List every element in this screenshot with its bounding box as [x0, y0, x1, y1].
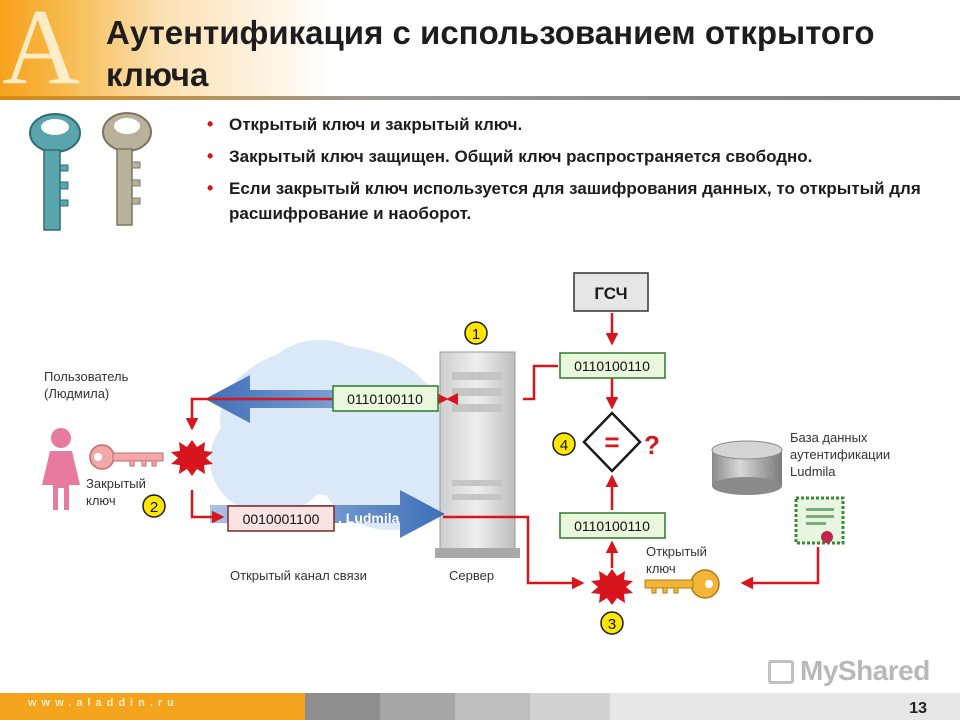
user-icon: [42, 428, 80, 510]
aladdin-logo: A: [2, 0, 80, 107]
bits-box-left: [332, 385, 439, 412]
compare-question: ?: [644, 430, 660, 460]
bits-box-bottom: [559, 512, 666, 539]
encrypted-suffix: , Ludmila: [338, 510, 400, 526]
flow-line: [185, 397, 332, 431]
encrypted-bits-box: [227, 505, 335, 532]
server-icon: [435, 351, 520, 558]
footer-gray-bar: [305, 693, 380, 720]
bullet-text: Закрытый ключ защищен. Общий ключ распро…: [229, 147, 813, 166]
cloud-shape: [210, 340, 460, 530]
bullet-text: Открытый ключ и закрытый ключ.: [229, 115, 523, 134]
slide-title: Аутентификация с использованием открытог…: [106, 14, 875, 93]
watermark-text: MyShared: [800, 655, 930, 686]
svg-text:1: 1: [472, 326, 480, 343]
user-label: Пользователь: [44, 369, 129, 384]
public-key-label: ключ: [646, 561, 676, 576]
private-key-icon: [89, 444, 164, 470]
teal-key-icon: [29, 113, 81, 231]
step-marker: 3: [600, 611, 624, 635]
header-rule: [0, 96, 960, 100]
database-icon: [711, 440, 783, 495]
bits-left: 0110100110: [347, 391, 423, 407]
footer-gray-bar: [380, 693, 455, 720]
flow-line: [190, 490, 225, 524]
svg-text:3: 3: [608, 616, 616, 633]
public-key-label: Открытый: [646, 544, 707, 559]
svg-text:4: 4: [560, 437, 568, 454]
footer-orange-bar: [0, 693, 305, 720]
watermark-box-icon: [768, 660, 794, 684]
slide-footer: [0, 693, 960, 720]
footer-gray-bar: [530, 693, 610, 720]
bullet-item: • Если закрытый ключ используется для заш…: [205, 176, 925, 226]
right-crypto-burst-icon: [591, 569, 633, 605]
left-crypto-burst-icon: [171, 440, 213, 476]
step-marker: 1: [464, 321, 488, 345]
rng-label: ГСЧ: [594, 284, 627, 303]
bullet-dot-icon: •: [207, 146, 214, 166]
footer-light-bar: [610, 693, 960, 720]
private-key-label: ключ: [86, 493, 116, 508]
rng-box: [573, 272, 649, 312]
bullet-dot-icon: •: [207, 114, 214, 134]
slide-header-band: [0, 0, 960, 100]
compare-symbol: =: [604, 427, 619, 457]
flow-line: [523, 364, 558, 401]
db-label: аутентификации: [790, 447, 890, 462]
bits-bottom: 0110100110: [574, 518, 650, 534]
bullet-item: • Закрытый ключ защищен. Общий ключ распр…: [205, 144, 925, 169]
public-key-icon: [644, 569, 720, 599]
user-label: (Людмила): [44, 386, 109, 401]
bullet-item: • Открытый ключ и закрытый ключ.: [205, 112, 925, 137]
server-label: Сервер: [449, 568, 494, 583]
flow-line: [740, 547, 820, 590]
footer-gray-bar: [455, 693, 530, 720]
certificate-icon: [794, 496, 845, 545]
db-label: Ludmila: [790, 464, 836, 479]
svg-text:2: 2: [150, 499, 158, 516]
step-marker: 2: [142, 494, 166, 518]
page-number: 13: [909, 700, 927, 717]
bullet-text: Если закрытый ключ используется для заши…: [229, 179, 921, 223]
flow-line: [443, 515, 585, 590]
bits-top: 0110100110: [574, 358, 650, 374]
silver-key-icon: [102, 112, 152, 226]
footer-url[interactable]: www.aladdin.ru: [28, 697, 179, 709]
encrypted-bits: 0010001100: [243, 511, 320, 527]
db-label: База данных: [790, 430, 868, 445]
myshared-watermark: MyShared: [768, 655, 930, 687]
bullet-list: • Открытый ключ и закрытый ключ. • Закрыты…: [205, 112, 925, 233]
compare-diamond: [582, 411, 642, 473]
step-marker: 4: [552, 432, 576, 456]
private-key-label: Закрытый: [86, 476, 146, 491]
channel-label: Открытый канал связи: [230, 568, 367, 583]
bullet-dot-icon: •: [207, 178, 214, 198]
bits-box-top: [559, 352, 666, 379]
arrowhead-icon: [446, 393, 458, 405]
